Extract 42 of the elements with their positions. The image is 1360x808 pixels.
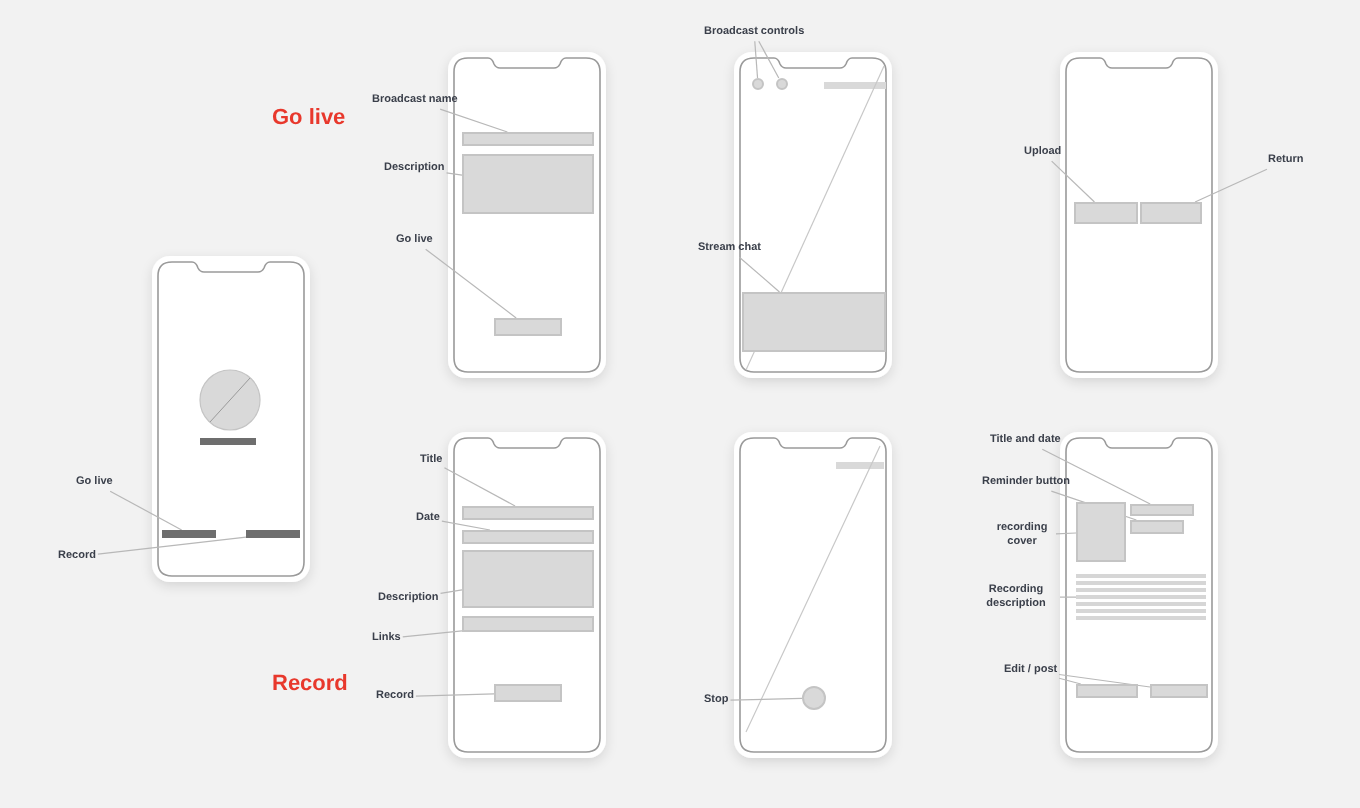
wireframe-block — [462, 550, 594, 608]
leader-line — [754, 40, 759, 79]
leader-line — [415, 693, 495, 697]
wireframe-block — [1076, 684, 1138, 698]
wireframe-block — [1150, 684, 1208, 698]
wireframe-bar — [246, 530, 300, 538]
wireframe-block — [462, 132, 594, 146]
leader-line — [1058, 673, 1151, 688]
leader-line — [425, 248, 517, 319]
wireframe-block — [494, 684, 562, 702]
text-lines — [1076, 574, 1206, 620]
leader-line — [441, 520, 491, 531]
wireframe-block — [494, 318, 562, 336]
wireframe-block — [1074, 202, 1138, 224]
leader-line — [729, 697, 803, 701]
leader-line — [439, 589, 463, 594]
leader-line — [1055, 532, 1077, 535]
wireframe-block — [462, 616, 594, 632]
wireframe-block — [462, 506, 594, 520]
wireframe-block — [742, 292, 886, 352]
leader-line — [402, 630, 463, 638]
wireframe-block — [1140, 202, 1202, 224]
leader-line — [1059, 596, 1077, 598]
leader-line — [738, 256, 781, 293]
leader-line — [445, 172, 463, 176]
leader-line — [758, 40, 780, 79]
leader-line — [439, 108, 508, 133]
leader-line — [1051, 160, 1096, 203]
wireframe-block — [1076, 502, 1126, 562]
leader-line — [443, 467, 516, 507]
leader-line — [109, 490, 183, 531]
wireframe-bar — [162, 530, 216, 538]
section-heading: Go live — [272, 106, 346, 130]
leader-line — [1041, 448, 1151, 505]
leader-line — [97, 536, 247, 555]
leader-line — [1194, 168, 1268, 203]
wireframe-block — [462, 530, 594, 544]
section-heading: Record — [272, 672, 348, 696]
leader-line — [1058, 677, 1082, 685]
wireframe-block — [1130, 520, 1184, 534]
wireframe-block — [1130, 504, 1194, 516]
wireframe-block — [462, 154, 594, 214]
